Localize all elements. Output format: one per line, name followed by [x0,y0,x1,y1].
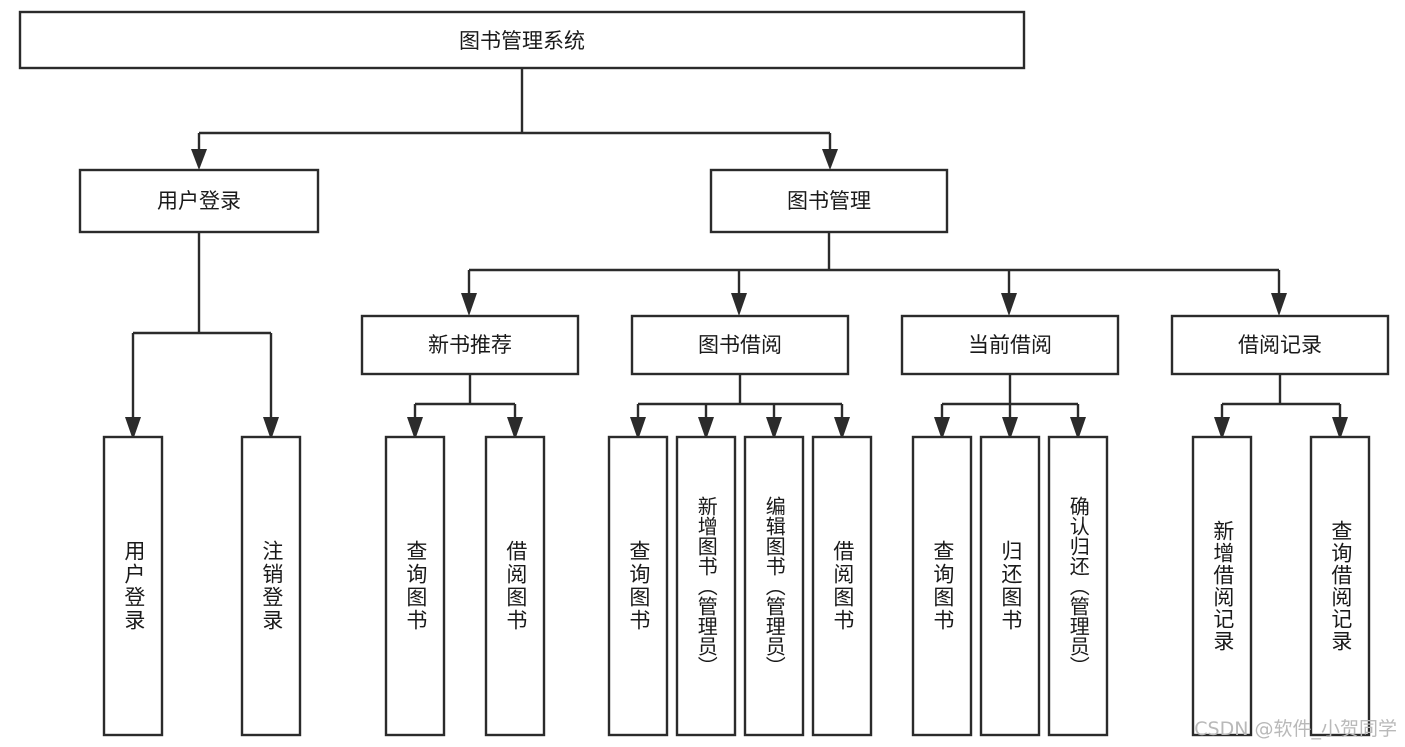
leaf-query-book-1-label: 查询图书 [403,540,428,632]
current-borrow-label: 当前借阅 [968,333,1052,357]
user-login-label: 用户登录 [157,189,241,213]
arrow-to-book-management [822,149,838,170]
connector-borrow-record-to-leaves [1214,374,1348,440]
node-new-book-recommend[interactable]: 新书推荐 [360,314,580,376]
leaf-borrow-book-1-label: 借阅图书 [503,540,528,632]
node-book-borrow[interactable]: 图书借阅 [630,314,850,376]
leaf-query-book-3-label: 查询图书 [930,540,955,632]
node-root[interactable]: 图书管理系统 [18,10,1026,70]
arrow-to-leaf-borrow-book-2 [834,417,850,440]
node-user-login[interactable]: 用户登录 [78,168,320,234]
arrow-to-leaf-borrow-book-1 [507,417,523,440]
node-book-management[interactable]: 图书管理 [709,168,949,234]
leaf-add-record-label: 新增借阅记录 [1210,520,1235,652]
book-borrow-box[interactable] [630,314,850,376]
leaf-query-book-3-box[interactable] [911,435,973,737]
arrow-to-leaf-add-record [1214,417,1230,440]
leaf-edit-book-box[interactable] [743,435,805,737]
leaf-add-book-label: 新增图书（管理员） [694,496,719,676]
arrow-to-borrow-record [1271,293,1287,316]
leaf-confirm-return-box[interactable] [1047,435,1109,737]
arrow-to-leaf-user-logout [263,417,279,440]
leaf-query-book-2-box[interactable] [607,435,669,737]
arrow-to-current-borrow [1001,293,1017,316]
leaf-edit-book-label: 编辑图书（管理员） [762,496,787,676]
leaf-user-login-box[interactable] [102,435,164,737]
leaf-borrow-book-2-box[interactable] [811,435,873,737]
leaf-confirm-return-label: 确认归还（管理员） [1066,496,1091,676]
leaf-borrow-book-2-label: 借阅图书 [830,540,855,632]
book-management-label: 图书管理 [787,189,871,213]
connector-new-book-recommend-to-leaves [407,374,523,440]
connector-user-login-to-leaves [125,232,279,440]
book-borrow-label: 图书借阅 [698,333,782,357]
connector-book-management-to-level3 [461,232,1287,316]
node-current-borrow[interactable]: 当前借阅 [900,314,1120,376]
node-borrow-record[interactable]: 借阅记录 [1170,314,1390,376]
arrow-to-leaf-query-record [1332,417,1348,440]
leaf-borrow-book-1-box[interactable] [484,435,546,737]
root-label: 图书管理系统 [459,29,585,53]
arrow-to-leaf-query-book-2 [630,417,646,440]
borrow-record-label: 借阅记录 [1238,333,1322,357]
csdn-watermark: CSDN @软件_小贺同学 [1194,718,1397,740]
leaf-query-record-box[interactable] [1309,435,1371,737]
arrow-to-leaf-add-book [698,417,714,440]
leaf-user-logout-box[interactable] [240,435,302,737]
arrow-to-leaf-return-book [1002,417,1018,440]
connector-root-to-level2 [191,68,838,170]
leaf-add-book-box[interactable] [675,435,737,737]
leaf-user-login-label: 用户登录 [121,540,146,632]
arrow-to-leaf-user-login [125,417,141,440]
current-borrow-box[interactable] [900,314,1120,376]
arrow-to-leaf-query-book-3 [934,417,950,440]
new-book-recommend-label: 新书推荐 [428,333,512,357]
leaf-query-book-2-label: 查询图书 [626,540,651,632]
arrow-to-leaf-edit-book [766,417,782,440]
arrow-to-user-login [191,149,207,170]
connector-book-borrow-to-leaves [630,374,850,440]
arrow-to-new-book-recommend [461,293,477,316]
arrow-to-leaf-query-book-1 [407,417,423,440]
leaf-query-book-1-box[interactable] [384,435,446,737]
new-book-recommend-box[interactable] [360,314,580,376]
leaf-user-logout-label: 注销登录 [259,540,284,632]
leaf-return-book-box[interactable] [979,435,1041,737]
leaf-add-record-box[interactable] [1191,435,1253,737]
leaf-query-record-label: 查询借阅记录 [1328,520,1353,652]
root-box[interactable] [18,10,1026,70]
leaf-boxes-group [102,435,1371,737]
leaf-return-book-label: 归还图书 [998,540,1023,632]
arrow-to-leaf-confirm-return [1070,417,1086,440]
connector-current-borrow-to-leaves [934,374,1086,440]
arrow-to-book-borrow [731,293,747,316]
